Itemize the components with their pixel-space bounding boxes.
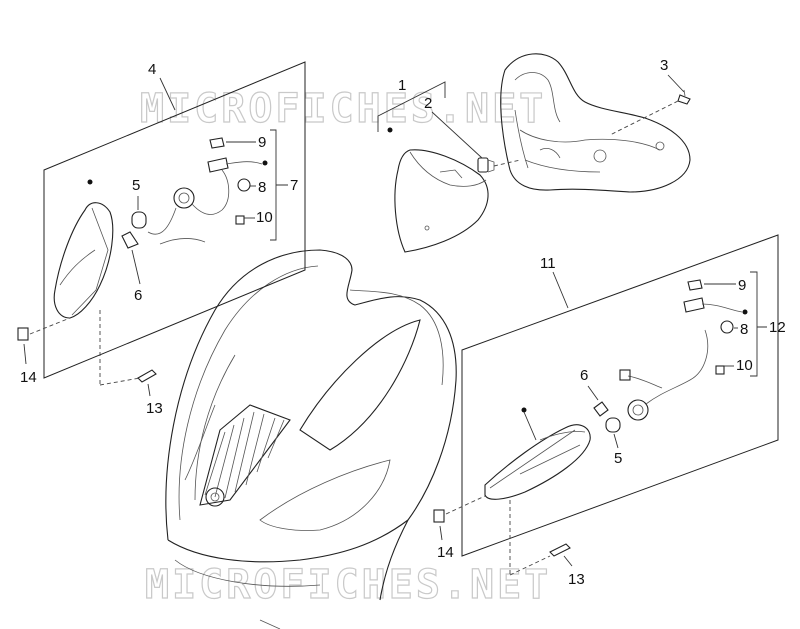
right-gasket-8	[720, 320, 734, 334]
ref-dot-left-socket	[262, 160, 268, 166]
guide-3	[609, 100, 679, 136]
callout-left-9: 9	[258, 134, 266, 151]
left-clip-14	[17, 327, 29, 341]
callout-right-5: 5	[614, 450, 622, 467]
callout-left-13: 13	[146, 400, 163, 417]
ref-dot-right-socket	[742, 309, 748, 315]
guide-left-13	[99, 310, 141, 386]
right-clip-14	[433, 509, 445, 523]
ref-dot-1	[387, 127, 393, 133]
left-clip-9	[209, 137, 225, 149]
callout-left-10: 10	[256, 209, 273, 226]
left-signal-lens	[53, 202, 114, 319]
guide-left-14	[29, 317, 71, 335]
bracket-left-7	[270, 129, 288, 241]
right-socket-wire	[619, 297, 743, 421]
screw-3	[677, 89, 691, 105]
left-nut-10	[235, 215, 245, 225]
callout-left-14: 14	[20, 369, 37, 386]
right-bulb-5	[605, 417, 621, 433]
watermark-top: MICROFICHES.NET	[140, 86, 546, 132]
right-clip-9	[687, 279, 703, 291]
leader-11	[552, 271, 569, 309]
left-group-frame	[43, 61, 306, 379]
leader-4	[159, 77, 176, 111]
callout-right-12: 12	[769, 319, 786, 336]
leader-right-13	[563, 555, 573, 567]
bracket-right-12	[750, 271, 767, 377]
handlebar-cover	[500, 53, 691, 193]
guide-right-14	[445, 495, 486, 515]
watermark-bottom: MICROFICHES.NET	[145, 562, 551, 608]
callout-4: 4	[148, 61, 156, 78]
leader-left-6	[131, 249, 141, 285]
callout-left-8: 8	[258, 179, 266, 196]
right-nut-10	[715, 365, 725, 375]
leader-right-6	[587, 385, 599, 401]
callout-right-9: 9	[738, 277, 746, 294]
leader-left-14	[23, 343, 27, 365]
callout-right-8: 8	[740, 321, 748, 338]
callout-1: 1	[398, 77, 406, 94]
right-bulb-6	[593, 401, 609, 417]
right-signal-lens	[484, 424, 591, 500]
callout-2: 2	[424, 95, 432, 112]
callout-left-7: 7	[290, 177, 298, 194]
ref-dot-right-lens	[521, 407, 527, 413]
left-screw-13	[137, 369, 157, 383]
right-group-frame	[461, 234, 779, 557]
front-shield	[165, 249, 457, 629]
leader-left-13	[147, 383, 151, 397]
ref-dot-left-lens	[87, 179, 93, 185]
leader-right-14	[439, 525, 443, 541]
headlight-unit-1	[394, 149, 489, 253]
leader-3	[667, 74, 685, 93]
left-bulb-5	[131, 211, 147, 229]
callout-left-5: 5	[132, 177, 140, 194]
bulb-2	[477, 157, 495, 173]
callout-11: 11	[540, 255, 556, 272]
callout-3: 3	[660, 57, 668, 74]
leader-right-lens	[523, 411, 537, 441]
leader-right-5	[613, 433, 619, 449]
left-gasket-8	[237, 178, 251, 192]
guide-2	[493, 159, 521, 167]
right-screw-13	[549, 543, 571, 557]
left-signal-group: 4 5 6	[17, 61, 306, 417]
left-socket-wire	[147, 157, 263, 245]
guide-right-13	[509, 500, 551, 576]
leader-1	[377, 81, 446, 132]
callout-right-10: 10	[736, 357, 753, 374]
right-signal-group: 11 6 5 9 8	[433, 234, 786, 588]
callout-left-6: 6	[134, 287, 142, 304]
leader-2	[431, 111, 483, 159]
callout-right-14: 14	[437, 544, 454, 561]
left-bulb-6	[121, 231, 139, 249]
callout-right-6: 6	[580, 367, 588, 384]
callout-right-13: 13	[568, 571, 585, 588]
